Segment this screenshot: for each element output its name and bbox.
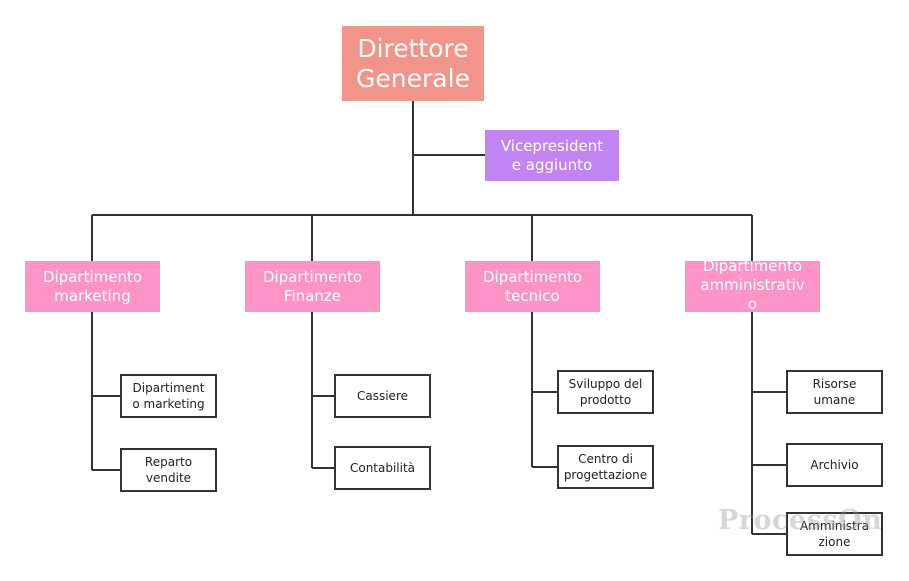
- node-unit-contabilita[interactable]: Contabilità: [334, 446, 431, 490]
- node-unit-risorse-umane[interactable]: Risorse umane: [786, 370, 883, 414]
- node-unit-risorse-umane-label: Risorse umane: [812, 376, 857, 407]
- node-unit-vendite[interactable]: Reparto vendite: [120, 448, 217, 492]
- node-dept-marketing-label: Dipartimento marketing: [42, 267, 143, 305]
- node-unit-cassiere-label: Cassiere: [356, 388, 408, 403]
- node-direttore-generale[interactable]: Direttore Generale: [342, 26, 484, 101]
- node-unit-contabilita-label: Contabilità: [349, 460, 416, 475]
- node-unit-centro-progettazione[interactable]: Centro di progettazione: [557, 445, 654, 489]
- node-vicepresidente[interactable]: Vicepresident e aggiunto: [485, 130, 619, 181]
- node-dept-tecnico[interactable]: Dipartimento tecnico: [465, 261, 600, 312]
- node-dept-marketing[interactable]: Dipartimento marketing: [25, 261, 160, 312]
- node-unit-marketing[interactable]: Dipartiment o marketing: [120, 374, 217, 418]
- node-unit-sviluppo-prodotto[interactable]: Sviluppo del prodotto: [557, 370, 654, 414]
- node-unit-centro-progettazione-label: Centro di progettazione: [563, 451, 648, 482]
- node-unit-amministrazione-label: Amministra zione: [799, 518, 870, 549]
- node-unit-sviluppo-prodotto-label: Sviluppo del prodotto: [568, 376, 643, 407]
- node-unit-marketing-label: Dipartiment o marketing: [132, 380, 205, 411]
- node-dept-finanze[interactable]: Dipartimento Finanze: [245, 261, 380, 312]
- node-unit-cassiere[interactable]: Cassiere: [334, 374, 431, 418]
- node-dept-amministrativo-label: Dipartimento amministrativ o: [700, 261, 805, 312]
- node-vicepresidente-label: Vicepresident e aggiunto: [500, 136, 604, 174]
- node-unit-vendite-label: Reparto vendite: [144, 454, 193, 485]
- node-dept-tecnico-label: Dipartimento tecnico: [482, 267, 583, 305]
- node-dept-finanze-label: Dipartimento Finanze: [262, 267, 363, 305]
- node-unit-archivio[interactable]: Archivio: [786, 443, 883, 487]
- node-unit-amministrazione[interactable]: Amministra zione: [786, 512, 883, 556]
- node-dept-amministrativo[interactable]: Dipartimento amministrativ o: [685, 261, 820, 312]
- node-direttore-generale-label: Direttore Generale: [356, 33, 470, 93]
- node-unit-archivio-label: Archivio: [810, 457, 859, 472]
